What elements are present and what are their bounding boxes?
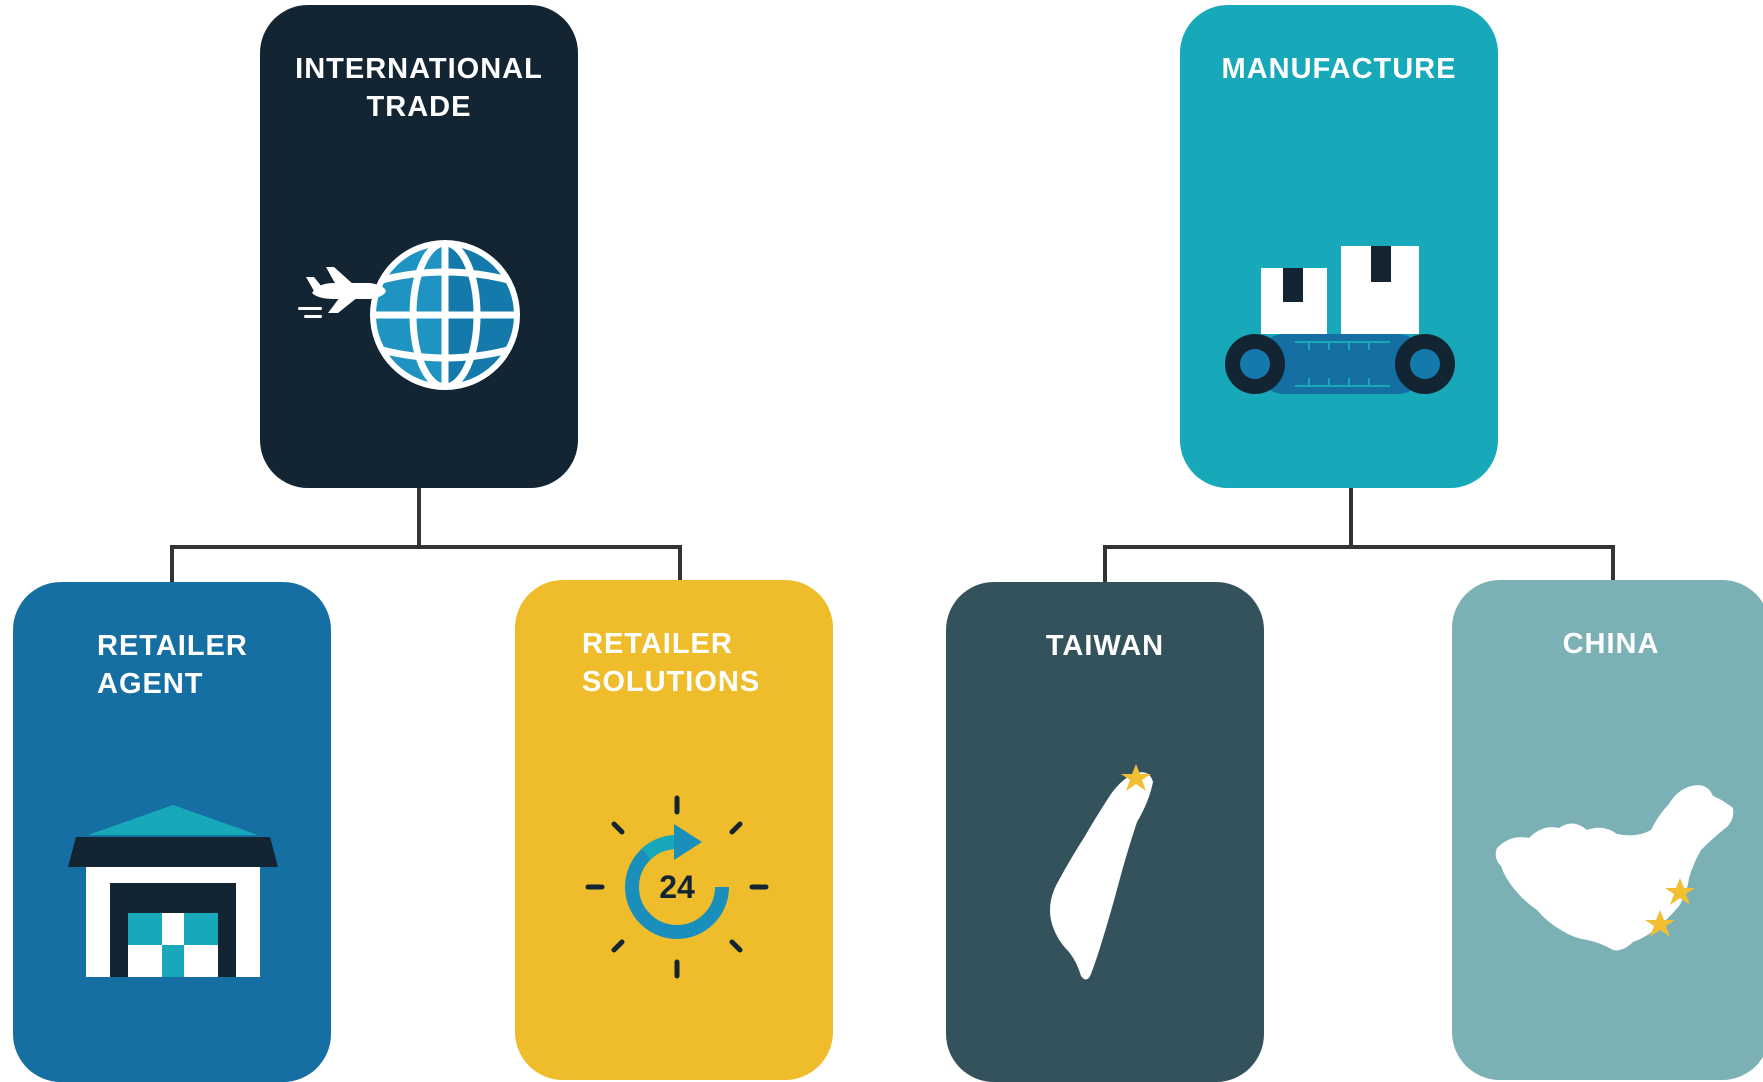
star-icon <box>1665 878 1695 905</box>
connector-manufacture <box>1103 488 1615 582</box>
card-label-international-trade: INTERNATIONAL TRADE <box>295 53 543 123</box>
star-icon <box>1121 764 1151 791</box>
card-label-taiwan: TAIWAN <box>1045 630 1165 662</box>
china-map-icon <box>1495 785 1734 951</box>
card-label-china: CHINA <box>1562 628 1660 660</box>
24-hour-icon: 24 <box>585 795 769 979</box>
card-label-retailer-solutions: RETAILER SOLUTIONS <box>582 628 761 698</box>
card-taiwan[interactable]: TAIWAN <box>946 582 1264 1082</box>
conveyor-belt-icon <box>1225 246 1455 394</box>
card-china[interactable]: CHINA <box>1452 580 1763 1080</box>
card-international-trade[interactable]: INTERNATIONAL TRADE <box>260 5 578 488</box>
card-label-manufacture: MANUFACTURE <box>1221 53 1457 85</box>
card-retailer-solutions[interactable]: RETAILER SOLUTIONS 24 <box>515 580 833 1080</box>
card-manufacture[interactable]: MANUFACTURE <box>1180 5 1498 488</box>
card-label-retailer-agent: RETAILER AGENT <box>97 630 248 700</box>
warehouse-icon <box>68 805 278 977</box>
clock-24-label: 24 <box>659 869 695 905</box>
star-icon <box>1645 910 1675 937</box>
card-retailer-agent[interactable]: RETAILER AGENT <box>13 582 331 1082</box>
connector-international-trade <box>170 488 682 582</box>
taiwan-map-icon <box>1050 764 1153 980</box>
airplane-globe-icon <box>298 240 520 390</box>
